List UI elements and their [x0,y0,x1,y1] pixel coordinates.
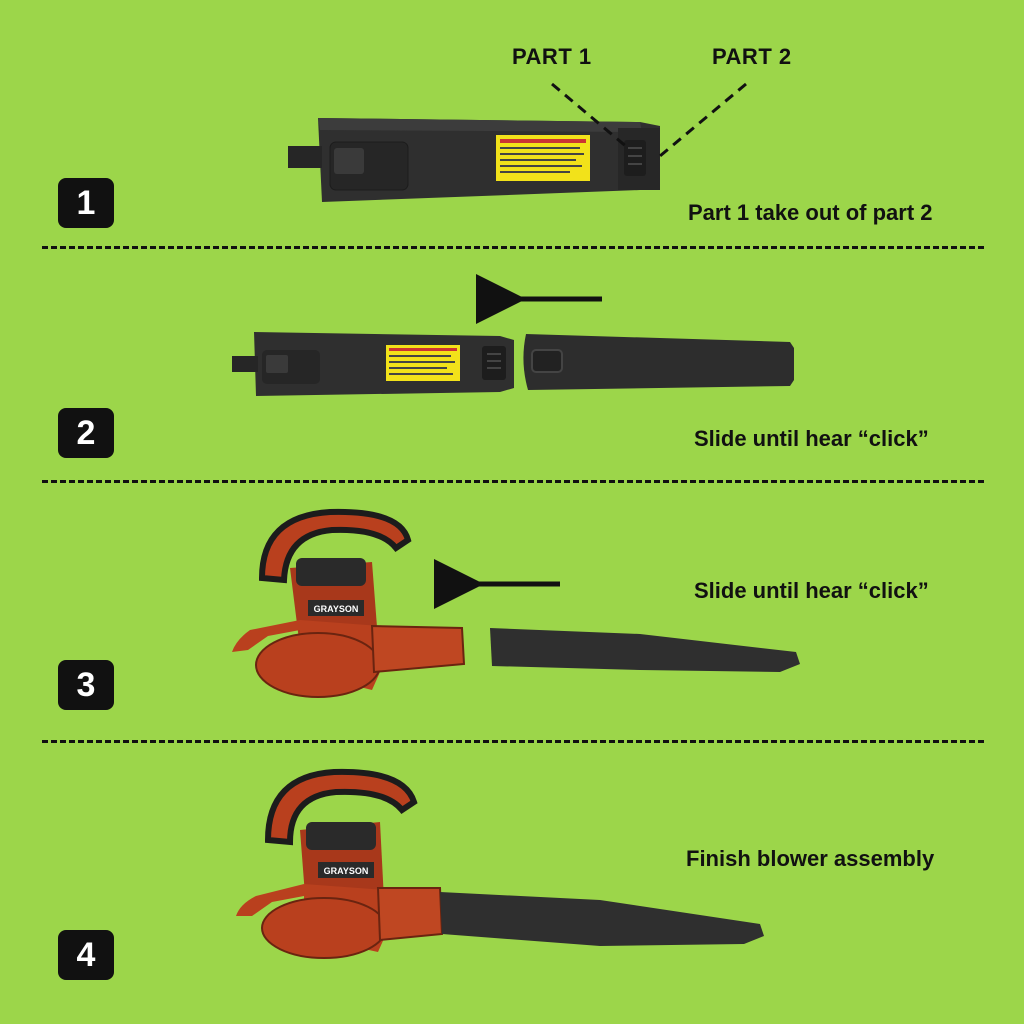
step-2-caption: Slide until hear “click” [694,426,929,451]
part2-label: PART 2 [712,44,792,69]
divider-2 [42,480,984,483]
divider-1 [42,246,984,249]
warning-label [496,135,590,181]
tube-part1 [232,332,514,396]
step-3-caption: Slide until hear “click” [694,578,929,603]
part1-label: PART 1 [512,44,592,69]
step-1-badge: 1 [58,178,114,228]
blower-tube-step3 [490,628,800,672]
divider-3 [42,740,984,743]
blower-head-step3: GRAYSON [232,508,466,698]
part2-pointer [659,82,747,158]
step-4-badge: 4 [58,930,114,980]
step-4-caption: Finish blower assembly [686,846,935,871]
tube-part2 [523,334,794,390]
brand-logo-step4: GRAYSON [324,866,369,876]
step-2-badge: 2 [58,408,114,458]
blower-assembled: GRAYSON [236,768,764,959]
step-3-badge: 3 [58,660,114,710]
step-1-caption: Part 1 take out of part 2 [688,200,933,225]
warning-label-small [386,345,460,381]
tube-assembly-closed [288,118,660,202]
brand-logo-step3: GRAYSON [314,604,359,614]
